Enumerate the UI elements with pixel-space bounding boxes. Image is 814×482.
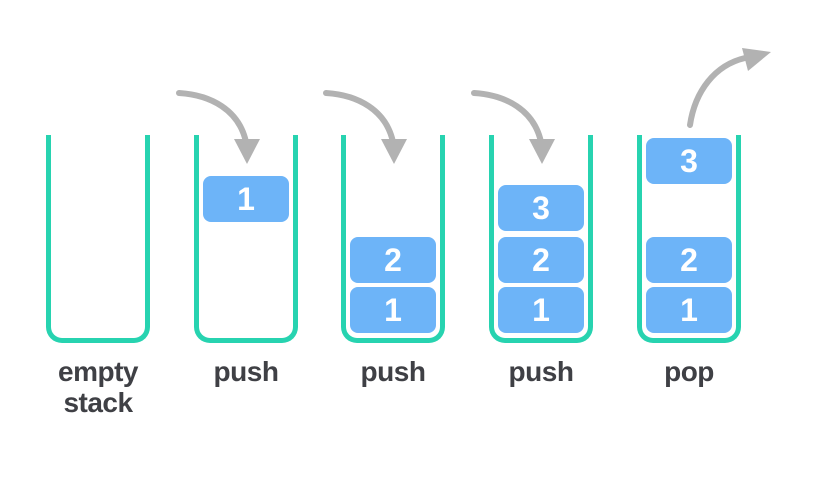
stack-block: 1: [350, 287, 436, 333]
stack-block: 3: [646, 138, 732, 184]
push-arrow-icon: [176, 90, 260, 164]
push-arrow-icon: [471, 90, 555, 164]
stack-label: push: [360, 356, 426, 387]
stack-container: [194, 135, 298, 343]
stack-label: pop: [664, 356, 714, 387]
stack-label: push: [213, 356, 279, 387]
pop-arrow-icon: [687, 48, 771, 128]
stack-label: push: [508, 356, 574, 387]
stack-block: 3: [498, 185, 584, 231]
stack-push-2: 2 1 push: [323, 0, 445, 482]
stack-container: [46, 135, 150, 343]
stack-empty: empty stack: [46, 0, 150, 482]
stack-block: 1: [498, 287, 584, 333]
stack-container: [341, 135, 445, 343]
stack-label: empty stack: [58, 356, 138, 418]
stack-container: [637, 135, 741, 343]
stack-block: 2: [646, 237, 732, 283]
push-arrow-icon: [323, 90, 407, 164]
stack-block: 1: [646, 287, 732, 333]
stack-block: 2: [350, 237, 436, 283]
stack-pop: 3 2 1 pop: [637, 0, 771, 482]
stack-push-1: 1 push: [176, 0, 298, 482]
stack-container: [489, 135, 593, 343]
stack-push-3: 3 2 1 push: [471, 0, 593, 482]
stack-block: 1: [203, 176, 289, 222]
stack-block: 2: [498, 237, 584, 283]
